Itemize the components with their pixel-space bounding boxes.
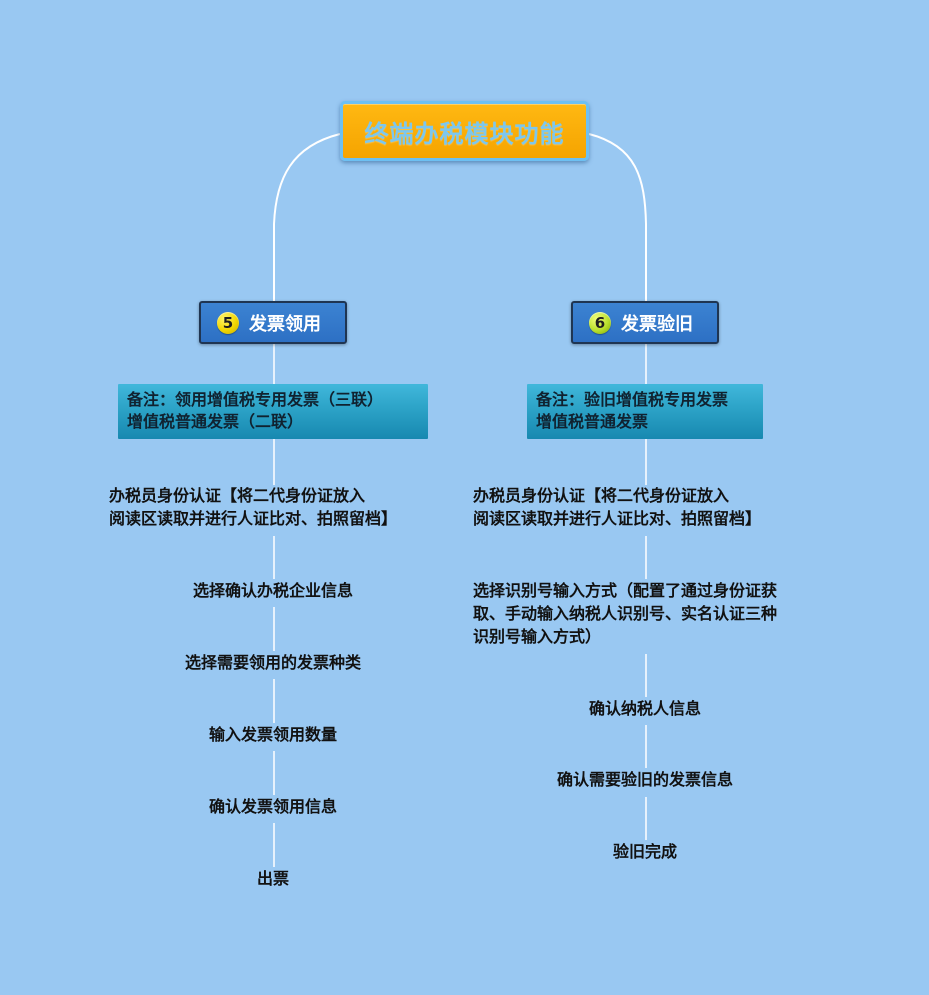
verification-step-complete[interactable]: 验旧完成 <box>612 842 677 861</box>
branch-invoice-verification[interactable]: 6 发票验旧 <box>571 301 719 344</box>
issuance-step-print[interactable]: 出票 <box>256 869 289 888</box>
issuance-note[interactable]: 备注：领用增值税专用发票（三联） 增值税普通发票（二联） <box>118 384 428 439</box>
number-6-badge-icon: 6 <box>589 311 611 334</box>
branch-invoice-verification-label: 发票验旧 <box>621 313 693 335</box>
issuance-step-enter-quantity[interactable]: 输入发票领用数量 <box>208 725 337 744</box>
verification-step-confirm-taxpayer[interactable]: 确认纳税人信息 <box>588 699 701 718</box>
root-topic[interactable]: 终端办税模块功能 <box>340 101 589 161</box>
verification-step-confirm-invoices[interactable]: 确认需要验旧的发票信息 <box>556 770 733 789</box>
branch-invoice-issuance[interactable]: 5 发票领用 <box>199 301 347 344</box>
verification-step-choose-id-input[interactable]: 选择识别号输入方式（配置了通过身份证获 取、手动输入纳税人识别号、实名认证三种 … <box>473 581 778 646</box>
root-to-branch-5-connector <box>273 133 341 301</box>
root-to-branch-6-connector <box>588 133 647 301</box>
verification-step-identity-check[interactable]: 办税员身份认证【将二代身份证放入 阅读区读取并进行人证比对、拍照留档】 <box>473 486 762 528</box>
issuance-step-select-invoice-type[interactable]: 选择需要领用的发票种类 <box>184 653 361 672</box>
branch-invoice-issuance-label: 发票领用 <box>249 313 321 335</box>
issuance-step-confirm-company[interactable]: 选择确认办税企业信息 <box>192 581 353 600</box>
verification-note[interactable]: 备注：验旧增值税专用发票 增值税普通发票 <box>527 384 763 439</box>
number-5-badge-icon: 5 <box>217 311 239 334</box>
issuance-step-identity-check[interactable]: 办税员身份认证【将二代身份证放入 阅读区读取并进行人证比对、拍照留档】 <box>109 486 398 528</box>
issuance-step-confirm-info[interactable]: 确认发票领用信息 <box>208 797 337 816</box>
